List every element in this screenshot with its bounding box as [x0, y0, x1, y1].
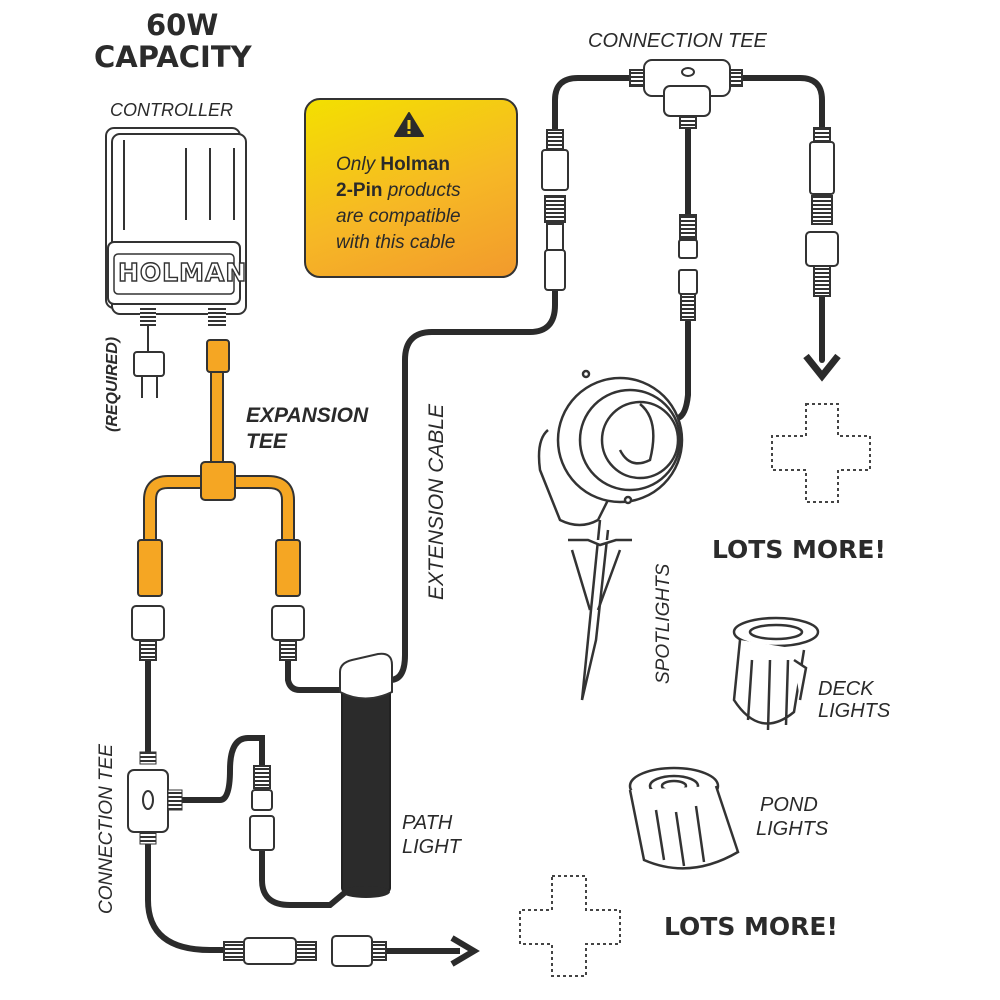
plus-icon-right	[771, 403, 871, 503]
arrow-down-icon	[803, 353, 841, 382]
warning-text: Only Holman 2-Pin products are compatibl…	[336, 152, 506, 256]
pond-light	[628, 766, 740, 870]
warning-line4: with this cable	[336, 232, 456, 253]
holman-logo: HOLMAN	[117, 257, 248, 287]
lots-more-right: LOTS MORE!	[712, 535, 886, 564]
lots-more-bottom: LOTS MORE!	[664, 912, 838, 941]
arrow-right-icon	[386, 935, 480, 967]
extension-connectors	[541, 129, 569, 291]
expansion-tee-label-1: EXPANSION	[246, 404, 369, 427]
expansion-tee-label-2: TEE	[246, 430, 287, 453]
deck-light	[732, 616, 820, 731]
connectors-left	[131, 605, 387, 967]
warning-brand: Holman	[380, 154, 451, 175]
cables	[145, 75, 825, 953]
path-light-label-1: PATH	[402, 812, 453, 834]
spotlight	[537, 369, 684, 701]
connection-tee-top-label: CONNECTION TEE	[588, 30, 767, 52]
pond-lights-label-1: POND	[760, 794, 818, 816]
controller-unit	[105, 127, 247, 326]
warning-line2: products	[382, 180, 461, 201]
capacity-value: 60W	[146, 8, 219, 42]
power-plug-icon	[133, 326, 165, 398]
connection-tee-left-label: CONNECTION TEE	[96, 744, 117, 914]
capacity-label: CAPACITY	[94, 40, 252, 74]
spotlights-label: SPOTLIGHTS	[653, 563, 674, 684]
warning-triangle-icon	[394, 112, 424, 137]
pond-lights-label-2: LIGHTS	[756, 818, 829, 840]
path-light-label-2: LIGHT	[402, 836, 461, 858]
plus-icon-bottom	[519, 875, 621, 977]
deck-lights-label-1: DECK	[818, 678, 874, 700]
warning-pre: Only	[336, 154, 381, 175]
extension-cable-label: EXTENSION CABLE	[425, 403, 448, 600]
warning-line3: are compatible	[336, 206, 461, 227]
deck-lights-label-2: LIGHTS	[818, 700, 891, 722]
connection-tee-left	[127, 751, 183, 845]
warning-2pin: 2-Pin	[336, 180, 383, 201]
controller-label: CONTROLLER	[110, 100, 234, 120]
expansion-tee	[137, 339, 301, 597]
path-light	[339, 652, 393, 898]
connection-tee-top	[629, 59, 839, 321]
plug-required-note: (REQUIRED)	[104, 336, 121, 432]
